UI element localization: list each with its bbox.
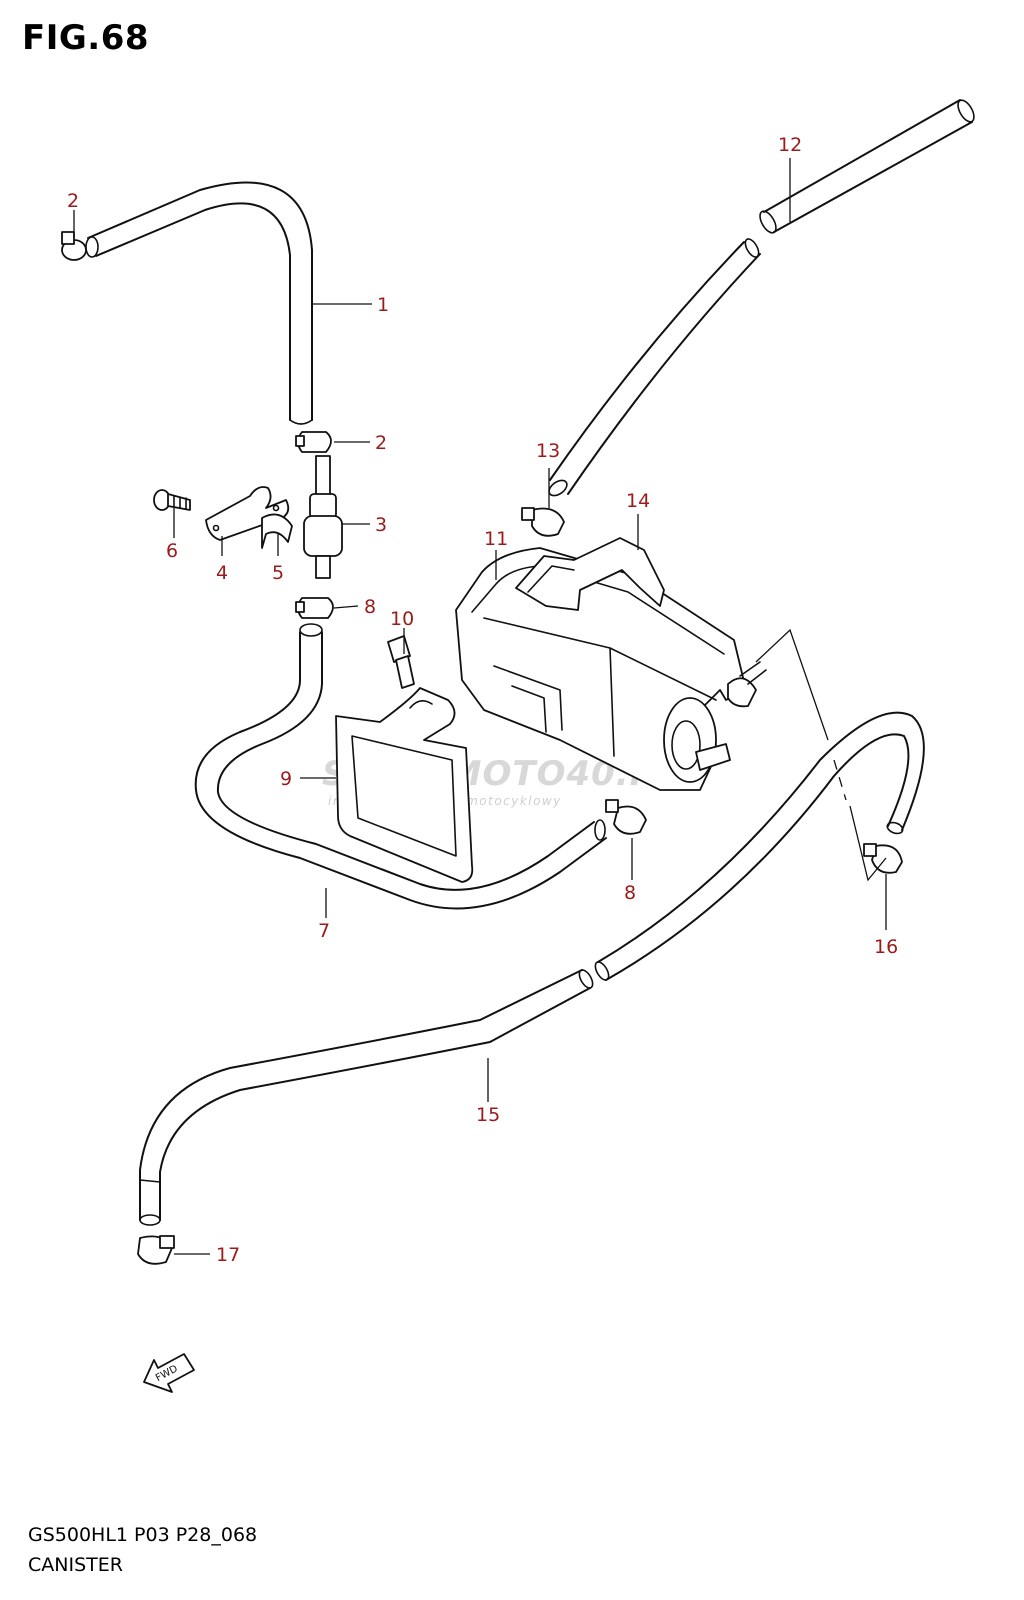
clamp-part-8-center[interactable] — [295, 597, 334, 619]
part-label-11[interactable]: 11 — [484, 528, 509, 550]
part-label-17[interactable]: 17 — [216, 1244, 241, 1266]
fwd-arrow-icon: FWD — [143, 1353, 195, 1393]
part-label-5[interactable]: 5 — [272, 562, 285, 584]
part-label-3[interactable]: 3 — [375, 514, 388, 536]
part-label-10[interactable]: 10 — [390, 608, 415, 630]
hose-part-7[interactable] — [194, 623, 607, 910]
part-label-12[interactable]: 12 — [778, 134, 803, 156]
hose-part-1[interactable] — [85, 181, 313, 425]
clamp-part-13[interactable] — [521, 507, 565, 537]
fitting-part-3[interactable] — [303, 455, 343, 579]
reference-line-16 — [755, 628, 887, 882]
part-label-6[interactable]: 6 — [166, 540, 179, 562]
bolt-part-10[interactable] — [387, 635, 415, 689]
part-label-16[interactable]: 16 — [874, 936, 899, 958]
hose-part-15[interactable] — [139, 711, 925, 1226]
hose-part-12[interactable] — [546, 98, 977, 499]
part-label-7[interactable]: 7 — [318, 920, 331, 942]
clamp-part-17[interactable] — [137, 1235, 175, 1265]
figure-title: FIG.68 — [22, 18, 150, 58]
canister-strap-part-14[interactable] — [515, 537, 665, 611]
clip-part-5[interactable] — [261, 513, 293, 549]
canister-port — [695, 743, 731, 771]
part-label-9[interactable]: 9 — [280, 768, 293, 790]
bracket-part-9[interactable] — [335, 687, 474, 883]
part-label-2-center[interactable]: 2 — [375, 432, 388, 454]
clamp-part-16[interactable] — [863, 843, 903, 874]
part-label-15[interactable]: 15 — [476, 1104, 501, 1126]
part-label-2-left[interactable]: 2 — [67, 190, 80, 212]
clamp-part-8-right[interactable] — [605, 799, 647, 835]
bracket-part-4[interactable] — [205, 486, 290, 541]
model-code: GS500HL1 P03 P28_068 — [28, 1524, 258, 1546]
clamp-part-2-center[interactable] — [295, 431, 332, 453]
bolt-part-6[interactable] — [153, 489, 191, 511]
canister-nipple — [727, 661, 767, 708]
part-label-4[interactable]: 4 — [216, 562, 229, 584]
part-label-8-center[interactable]: 8 — [364, 596, 377, 618]
part-label-8-right[interactable]: 8 — [624, 882, 637, 904]
figure-caption: CANISTER — [28, 1554, 123, 1576]
part-label-14[interactable]: 14 — [626, 490, 651, 512]
part-label-1[interactable]: 1 — [377, 294, 390, 316]
leader-lines — [73, 158, 887, 1255]
part-label-13[interactable]: 13 — [536, 440, 561, 462]
